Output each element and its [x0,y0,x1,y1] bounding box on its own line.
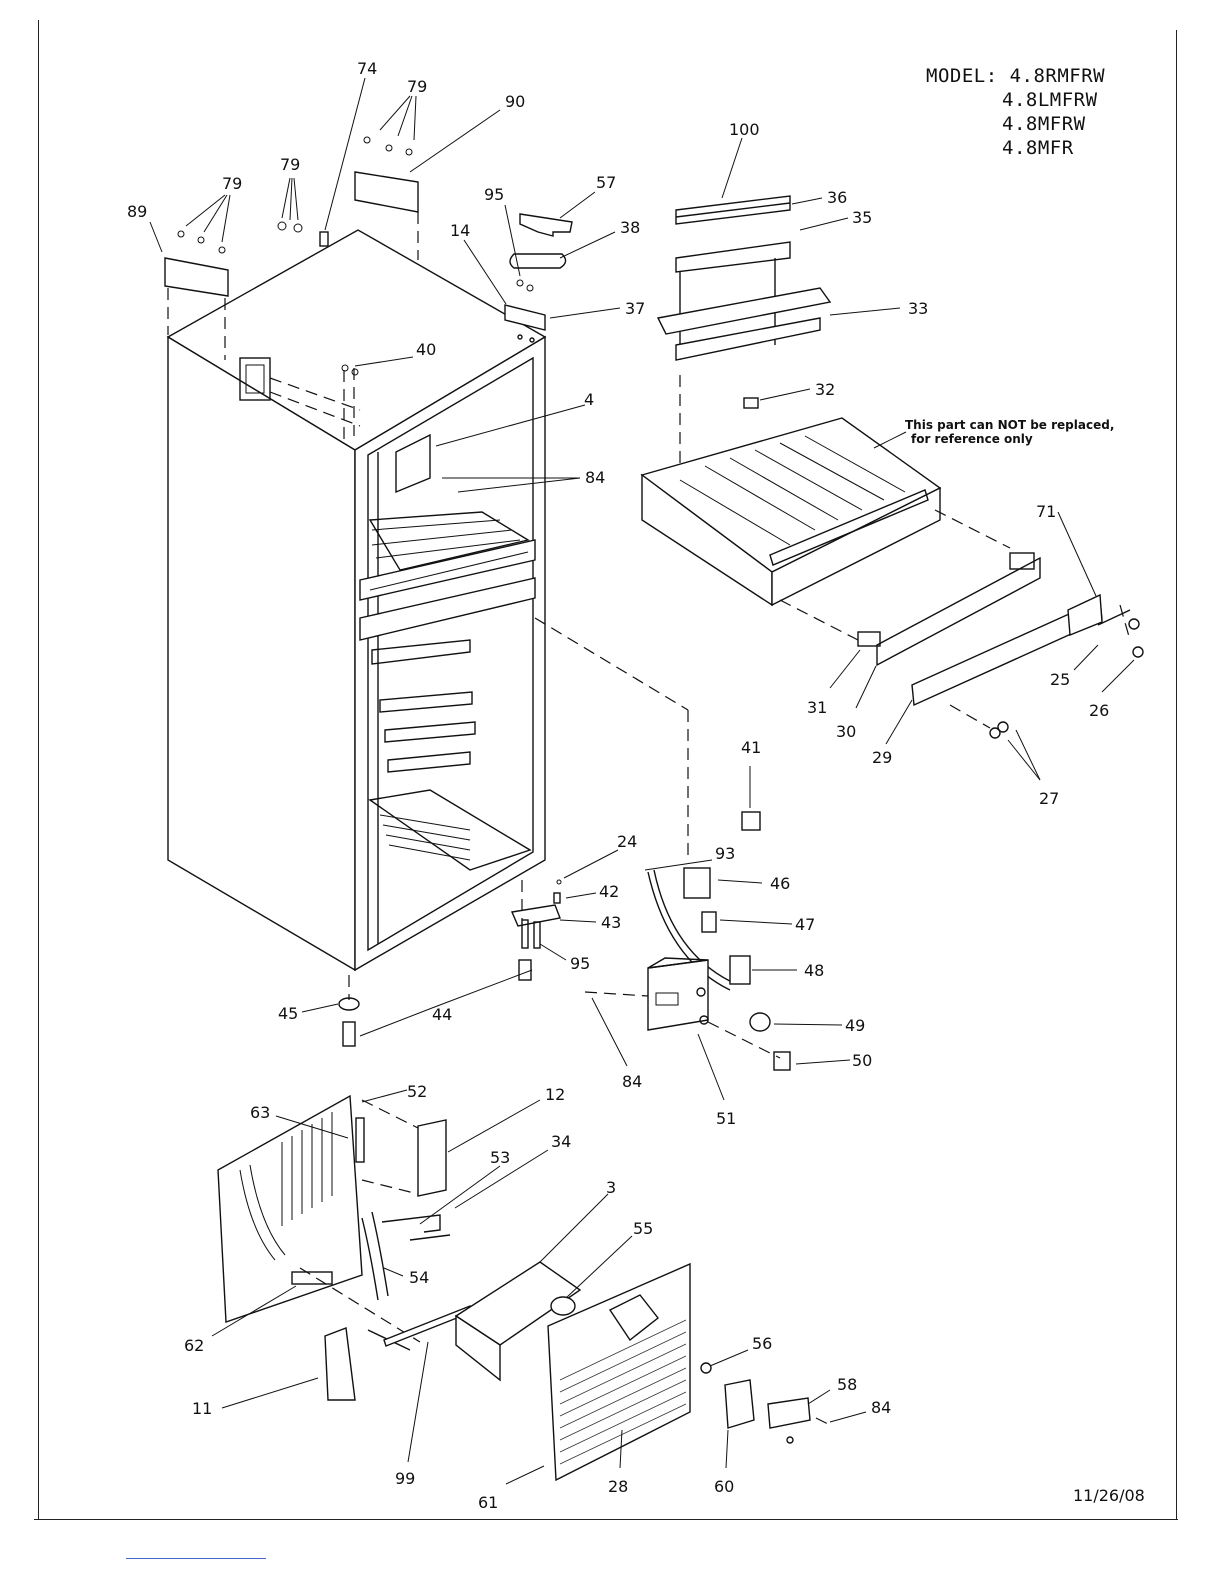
callout-42: 42 [599,882,619,901]
callout-84: 84 [871,1398,891,1417]
callout-14: 14 [450,221,470,240]
callout-95: 95 [570,954,590,973]
callout-33: 33 [908,299,928,318]
callout-53: 53 [490,1148,510,1167]
callout-45: 45 [278,1004,298,1023]
callout-46: 46 [770,874,790,893]
callout-100: 100 [729,120,760,139]
callout-60: 60 [714,1477,734,1496]
callout-61: 61 [478,1493,498,1512]
callout-48: 48 [804,961,824,980]
callout-29: 29 [872,748,892,767]
callout-38: 38 [620,218,640,237]
callout-84: 84 [585,468,605,487]
condenser-back-panel [218,1096,472,1400]
callout-30: 30 [836,722,856,741]
callout-89: 89 [127,202,147,221]
callout-11: 11 [192,1399,212,1418]
callout-50: 50 [852,1051,872,1070]
callout-32: 32 [815,380,835,399]
callout-37: 37 [625,299,645,318]
callout-79: 79 [407,77,427,96]
callout-56: 56 [752,1334,772,1353]
callout-28: 28 [608,1477,628,1496]
callout-62: 62 [184,1336,204,1355]
callout-36: 36 [827,188,847,207]
callout-3: 3 [606,1178,616,1197]
callout-84: 84 [622,1072,642,1091]
callout-51: 51 [716,1109,736,1128]
callout-24: 24 [617,832,637,851]
callout-74: 74 [357,59,377,78]
callout-90: 90 [505,92,525,111]
callout-52: 52 [407,1082,427,1101]
callout-58: 58 [837,1375,857,1394]
callout-4: 4 [584,390,594,409]
callout-71: 71 [1036,502,1056,521]
callout-49: 49 [845,1016,865,1035]
callout-79: 79 [280,155,300,174]
callout-25: 25 [1050,670,1070,689]
callout-63: 63 [250,1103,270,1122]
base-grille-assembly [456,1262,828,1480]
callout-54: 54 [409,1268,429,1287]
callout-31: 31 [807,698,827,717]
callout-55: 55 [633,1219,653,1238]
callout-95: 95 [484,185,504,204]
callout-27: 27 [1039,789,1059,808]
callout-93: 93 [715,844,735,863]
callout-26: 26 [1089,701,1109,720]
callout-99: 99 [395,1469,415,1488]
callout-79: 79 [222,174,242,193]
callout-35: 35 [852,208,872,227]
callout-41: 41 [741,738,761,757]
callout-44: 44 [432,1005,452,1024]
callout-34: 34 [551,1132,571,1151]
callout-47: 47 [795,915,815,934]
evaporator-assembly [642,196,940,605]
callout-40: 40 [416,340,436,359]
callout-57: 57 [596,173,616,192]
callout-43: 43 [601,913,621,932]
callout-12: 12 [545,1085,565,1104]
